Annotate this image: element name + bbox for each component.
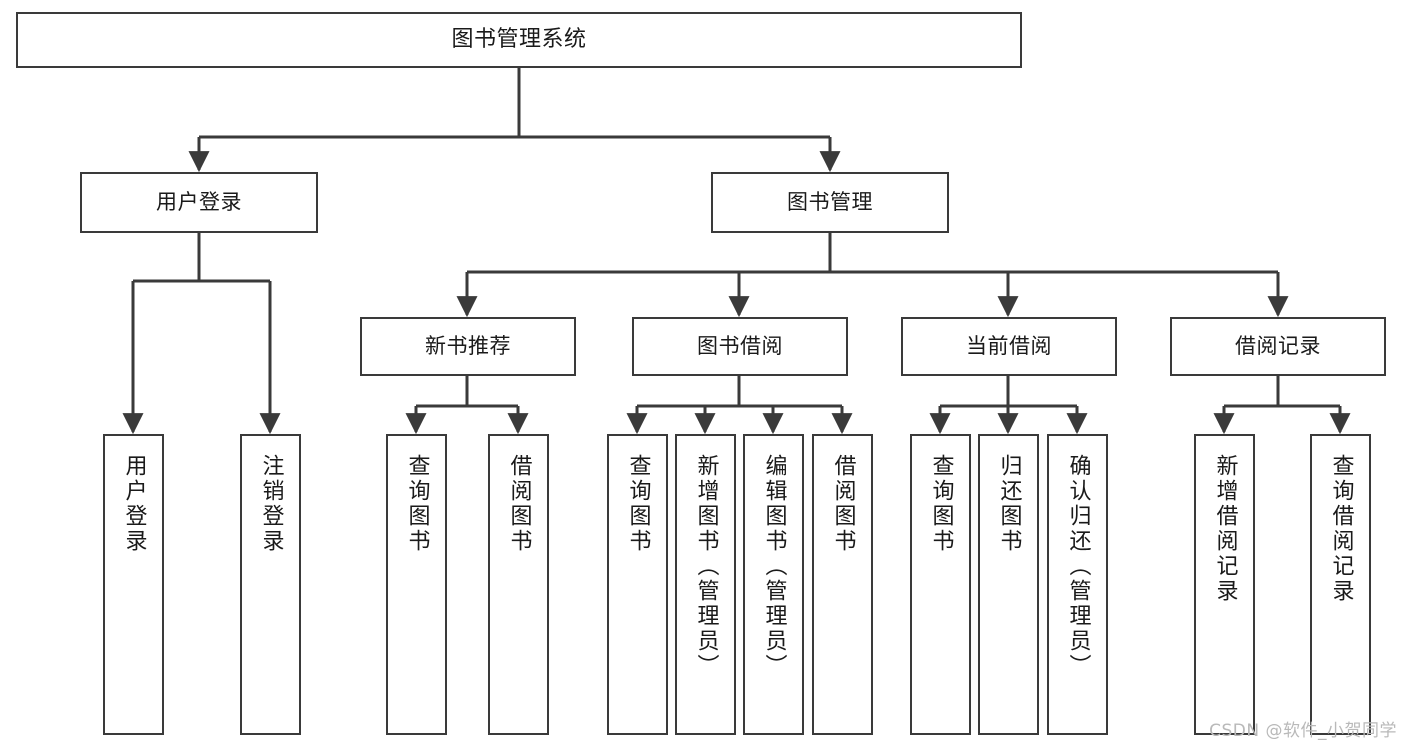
node-label: 用户登录 [156, 190, 242, 215]
node-root-system[interactable]: 图书管理系统 [16, 12, 1022, 68]
node-label: 注销登录 [258, 454, 284, 554]
node-book-borrow[interactable]: 图书借阅 [632, 317, 848, 376]
node-label: 借阅图书 [506, 454, 532, 554]
node-new-book-recommend[interactable]: 新书推荐 [360, 317, 576, 376]
node-current-borrow[interactable]: 当前借阅 [901, 317, 1117, 376]
leaf-query-book-rec[interactable]: 查询图书 [386, 434, 447, 735]
node-label: 归还图书 [996, 454, 1022, 554]
node-label: 查询图书 [404, 454, 430, 554]
leaf-borrow-book[interactable]: 借阅图书 [812, 434, 873, 735]
leaf-add-book-admin[interactable]: 新增图书（管理员） [675, 434, 736, 735]
leaf-return-book[interactable]: 归还图书 [978, 434, 1039, 735]
watermark-text: CSDN @软件_小贺同学 [1209, 721, 1397, 741]
node-label: 编辑图书（管理员） [761, 454, 787, 679]
node-label: 新书推荐 [425, 334, 511, 359]
leaf-query-book-borrow[interactable]: 查询图书 [607, 434, 668, 735]
node-book-management[interactable]: 图书管理 [711, 172, 949, 233]
node-user-login[interactable]: 用户登录 [80, 172, 318, 233]
node-label: 用户登录 [121, 454, 147, 554]
node-label: 确认归还（管理员） [1065, 454, 1091, 679]
node-label: 借阅图书 [830, 454, 856, 554]
node-label: 查询图书 [625, 454, 651, 554]
leaf-logout[interactable]: 注销登录 [240, 434, 301, 735]
leaf-query-borrow-record[interactable]: 查询借阅记录 [1310, 434, 1371, 735]
node-label: 图书管理系统 [451, 27, 587, 53]
node-label: 查询借阅记录 [1328, 454, 1354, 604]
leaf-add-borrow-record[interactable]: 新增借阅记录 [1194, 434, 1255, 735]
node-label: 新增借阅记录 [1212, 454, 1238, 604]
leaf-user-login[interactable]: 用户登录 [103, 434, 164, 735]
leaf-borrow-book-rec[interactable]: 借阅图书 [488, 434, 549, 735]
node-label: 图书管理 [787, 190, 873, 215]
node-label: 查询图书 [928, 454, 954, 554]
leaf-query-book-current[interactable]: 查询图书 [910, 434, 971, 735]
node-label: 图书借阅 [697, 334, 783, 359]
node-borrow-record[interactable]: 借阅记录 [1170, 317, 1386, 376]
node-label: 当前借阅 [966, 334, 1052, 359]
leaf-edit-book-admin[interactable]: 编辑图书（管理员） [743, 434, 804, 735]
node-label: 新增图书（管理员） [693, 454, 719, 679]
node-label: 借阅记录 [1235, 334, 1321, 359]
leaf-confirm-return-admin[interactable]: 确认归还（管理员） [1047, 434, 1108, 735]
